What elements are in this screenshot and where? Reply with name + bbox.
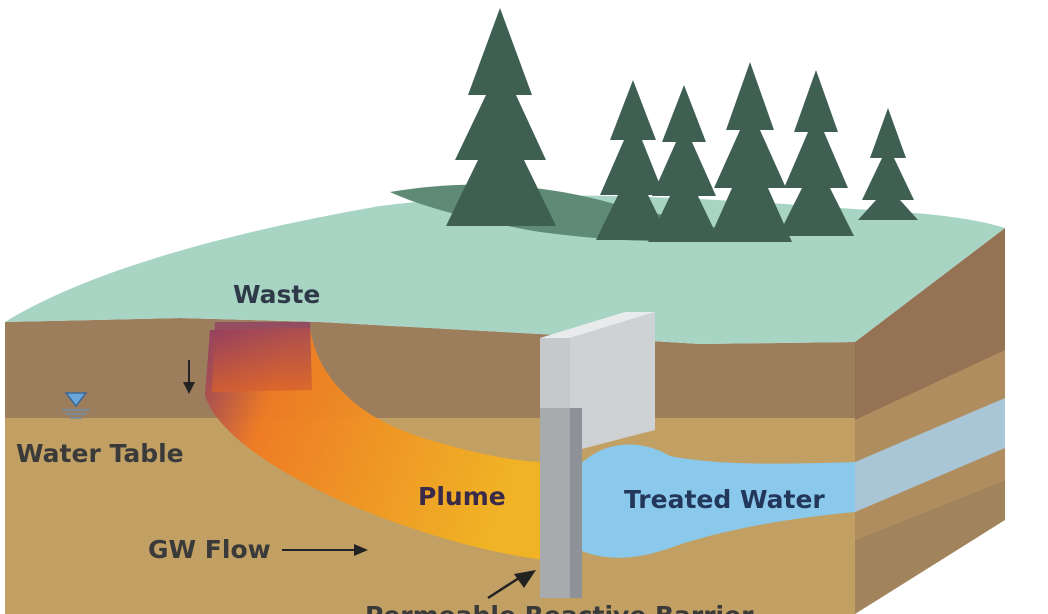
tree-group xyxy=(446,8,918,242)
tree xyxy=(596,80,670,240)
tree xyxy=(708,62,792,242)
barrier-label: Permeable Reactive Barrier xyxy=(365,601,754,614)
waste-arrow-icon xyxy=(183,360,195,394)
tree xyxy=(778,70,854,236)
tree xyxy=(446,8,556,226)
gw-flow-label: GW Flow xyxy=(148,535,271,564)
block-right-face xyxy=(855,228,1005,614)
treated-water-body xyxy=(575,444,855,558)
permeable-reactive-barrier xyxy=(540,312,655,598)
plume-label: Plume xyxy=(418,482,506,511)
waste-source xyxy=(212,322,312,392)
water-table-label: Water Table xyxy=(16,439,184,468)
tree xyxy=(648,85,720,242)
barrier-pointer-arrow-icon xyxy=(487,570,536,600)
tree xyxy=(858,108,918,220)
waste-label: Waste xyxy=(233,280,320,309)
water-table-triangle-icon xyxy=(62,392,90,419)
treated-water-side-band xyxy=(855,398,1005,512)
treated-water-label: Treated Water xyxy=(624,485,825,514)
gw-flow-arrow-icon xyxy=(282,544,368,556)
